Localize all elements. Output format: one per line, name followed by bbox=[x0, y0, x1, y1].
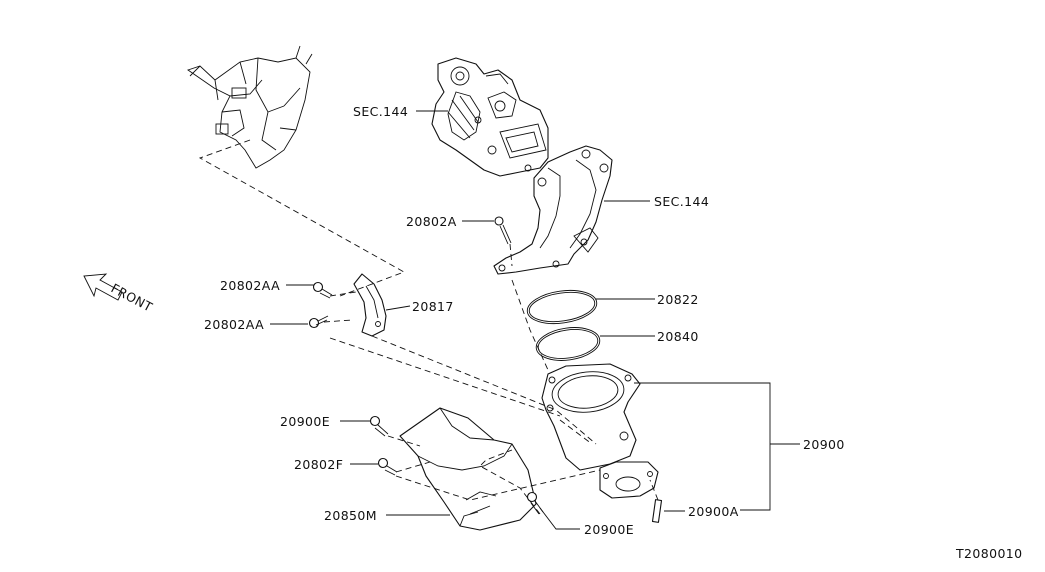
bolt-20802F bbox=[377, 457, 398, 476]
leader-lines bbox=[270, 110, 800, 530]
part-labels: SEC.144 SEC.144 20802A 20802AA 20802AA 2… bbox=[109, 104, 1023, 561]
label-20802AA-upper: 20802AA bbox=[220, 278, 280, 293]
label-20822: 20822 bbox=[657, 292, 699, 307]
diagram-code: T2080010 bbox=[955, 546, 1023, 561]
label-sec144-outlet: SEC.144 bbox=[654, 194, 709, 209]
label-20900E-upper: 20900E bbox=[280, 414, 330, 429]
bolt-20900E-lower bbox=[526, 491, 544, 515]
label-20802A: 20802A bbox=[406, 214, 457, 229]
gasket-20840 bbox=[535, 327, 601, 361]
heat-insulator-20817 bbox=[353, 273, 387, 337]
label-20817: 20817 bbox=[412, 299, 454, 314]
label-20802AA-lower: 20802AA bbox=[204, 317, 264, 332]
bolt-20802A bbox=[494, 216, 512, 245]
front-label: FRONT bbox=[109, 280, 156, 314]
label-20802F: 20802F bbox=[294, 457, 343, 472]
bolt-20802AA-upper bbox=[312, 281, 333, 299]
label-20900A: 20900A bbox=[688, 504, 739, 519]
catalytic-converter bbox=[541, 363, 659, 499]
engine-block-fragment bbox=[187, 45, 313, 169]
label-20850M: 20850M bbox=[324, 508, 377, 523]
stud-20900A bbox=[651, 499, 663, 523]
assembly-lines bbox=[198, 139, 659, 515]
label-20900E-lower: 20900E bbox=[584, 522, 634, 537]
exhaust-outlet-pipe bbox=[493, 145, 613, 275]
gasket-20822 bbox=[526, 289, 598, 325]
label-20840: 20840 bbox=[657, 329, 699, 344]
label-20900: 20900 bbox=[803, 437, 845, 452]
turbocharger bbox=[431, 57, 549, 177]
bolt-20900E-upper bbox=[369, 415, 389, 437]
heat-insulator-20850M bbox=[399, 407, 537, 531]
front-arrow bbox=[83, 273, 123, 301]
bolt-20802AA-lower bbox=[308, 315, 329, 329]
label-sec144-turbo: SEC.144 bbox=[353, 104, 408, 119]
